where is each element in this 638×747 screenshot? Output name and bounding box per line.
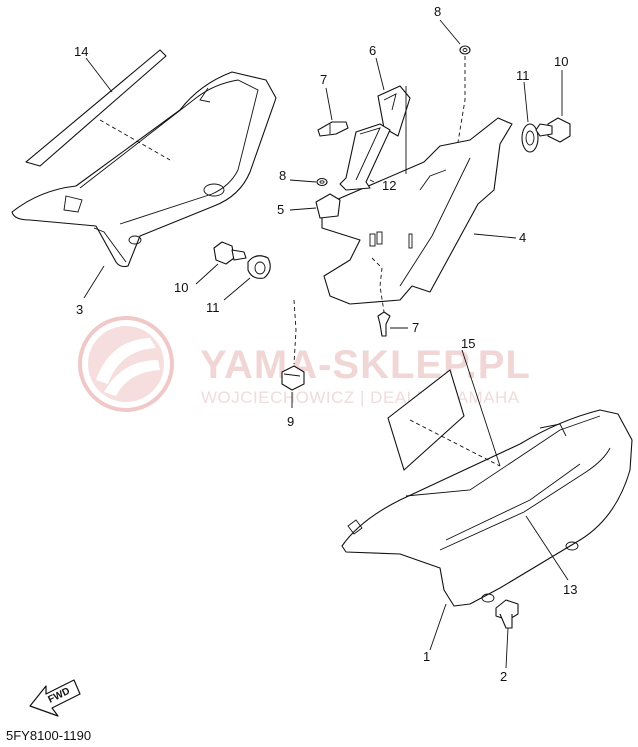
callout-2: 2: [500, 669, 507, 684]
callout-15: 15: [461, 336, 475, 351]
side-cover-right-1: [341, 409, 633, 607]
damper-9: [281, 365, 305, 391]
bracket-4: [321, 117, 513, 305]
callout-10-left: 10: [174, 280, 188, 295]
watermark-title: YAMA-SKLEP.PL: [200, 343, 531, 387]
strap-12: [339, 123, 391, 191]
washer-8-mid: [316, 177, 328, 187]
watermark: YAMA-SKLEP.PL WOJCIECHOWICZ | DEALER YAM…: [78, 316, 531, 412]
grommet-11-left: [247, 255, 271, 279]
callout-12: 12: [382, 178, 396, 193]
screw-7-lower: [377, 311, 391, 337]
callouts: 14 3 6 7 8 8 5 12 4 11 10 10 11 7 9 15 1…: [74, 4, 577, 684]
callout-13: 13: [563, 582, 577, 597]
bolt-10-left: [213, 241, 247, 265]
callout-8-mid: 8: [279, 168, 286, 183]
callout-4: 4: [519, 230, 526, 245]
callout-8-upper: 8: [434, 4, 441, 19]
watermark-subtitle: WOJCIECHOWICZ | DEALER YAMAHA: [201, 388, 520, 407]
clip-5: [315, 193, 341, 219]
fwd-arrow-icon: FWD: [29, 679, 81, 717]
washer-8-upper: [459, 45, 471, 55]
diagram-code: 5FY8100-1190: [6, 728, 91, 743]
bolt-10-right: [535, 117, 571, 143]
callout-9: 9: [287, 414, 294, 429]
screw-7-upper: [317, 121, 349, 137]
callout-7-upper: 7: [320, 72, 327, 87]
callout-11-left: 11: [206, 300, 220, 315]
screw-2: [495, 599, 519, 629]
decal-15: [387, 369, 465, 471]
leader-lines: [83, 19, 569, 669]
bracket-6: [377, 85, 411, 137]
callout-1: 1: [423, 649, 430, 664]
assembly-lines: [99, 56, 501, 467]
callout-5: 5: [277, 202, 284, 217]
callout-6: 6: [369, 43, 376, 58]
callout-10-right: 10: [554, 54, 568, 69]
callout-3: 3: [76, 302, 83, 317]
decal-14: [25, 49, 167, 167]
callout-14: 14: [74, 44, 88, 59]
side-cover-left-3: [11, 71, 277, 268]
watermark-logo: [78, 316, 174, 412]
callout-11-right: 11: [516, 68, 530, 83]
grommet-11-right: [521, 123, 539, 153]
callout-7-lower: 7: [412, 320, 419, 335]
